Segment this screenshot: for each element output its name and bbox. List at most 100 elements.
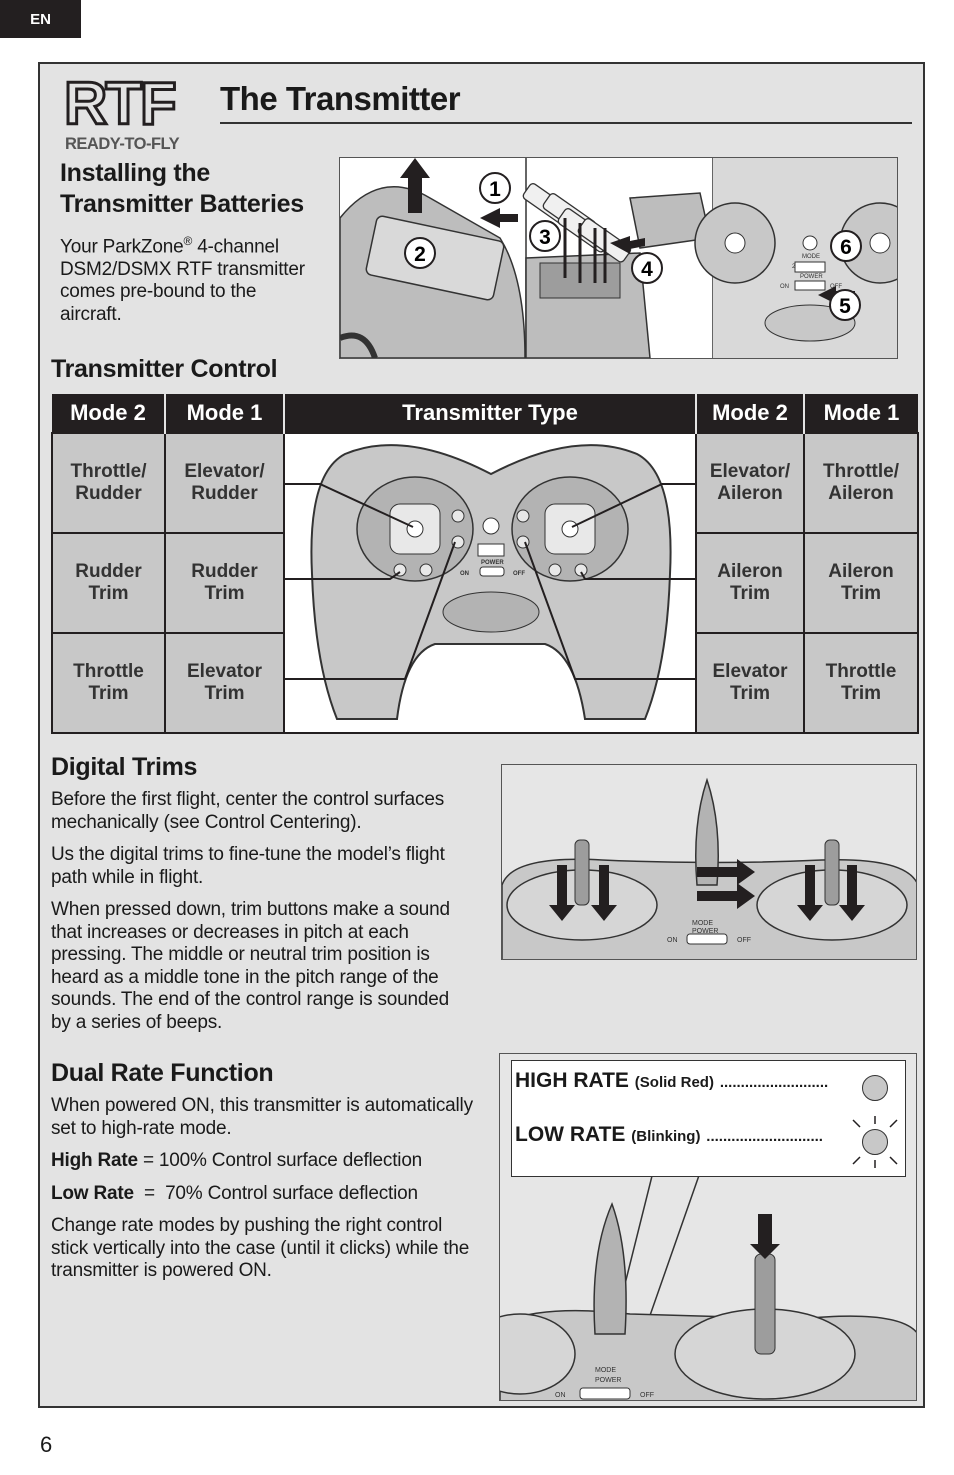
- header-transmitter-type: Transmitter Type: [283, 394, 696, 433]
- dual-rate-paragraph-2: Change rate modes by pushing the right c…: [51, 1215, 470, 1281]
- step-6-badge: 6: [830, 230, 862, 262]
- down-arrow-icon: [750, 1214, 780, 1259]
- power-label: POWER: [692, 928, 718, 935]
- antenna-icon: [593, 1201, 627, 1335]
- header-mode2-left: Mode 2: [52, 394, 165, 433]
- digital-trims-section: Digital Trims Before the first flight, c…: [51, 752, 471, 1044]
- trims-paragraph-2: Us the digital trims to fine-tune the mo…: [51, 844, 445, 888]
- rate-legend-box: HIGH RATE (Solid Red) ..................…: [511, 1060, 906, 1177]
- install-body: Your ParkZone® 4-channel DSM2/DSMX RTF t…: [60, 230, 310, 326]
- cell-throttle-aileron: Throttle/Aileron: [803, 432, 919, 534]
- mode-button-icon: [482, 517, 500, 535]
- install-section: Installing the Transmitter Batteries You…: [60, 158, 330, 326]
- svg-text:5: 5: [839, 295, 851, 318]
- title-rule: [220, 122, 912, 124]
- transmitter-control-heading: Transmitter Control: [51, 355, 278, 383]
- power-switch-icon: [686, 933, 728, 945]
- transmitter-diagram-cell: POWER ON OFF: [283, 432, 697, 734]
- blink-rays-icon: [852, 1116, 898, 1168]
- panel-insert-batteries: [522, 183, 711, 358]
- rtf-logo: RTF READY-TO-FLY: [62, 69, 202, 154]
- up-arrow-icon: [400, 158, 430, 213]
- dual-rate-section: Dual Rate Function When powered ON, this…: [51, 1058, 476, 1293]
- power-switch-icon: [579, 1387, 631, 1400]
- digital-trims-illustration: MODE POWER ON OFF: [501, 764, 917, 960]
- low-rate-legend: LOW RATE (Blinking) ....................…: [515, 1123, 823, 1146]
- cell-elevator-rudder: Elevator/Rudder: [164, 432, 285, 534]
- svg-text:2: 2: [414, 243, 426, 266]
- antenna-icon: [695, 777, 719, 886]
- panel-power-on: MODE 2 POWER ON OFF: [694, 158, 897, 358]
- dual-rate-illustration: MODE POWER ON OFF HIGH RATE (Solid Red) …: [499, 1053, 917, 1401]
- low-rate-label: Low Rate: [51, 1182, 134, 1204]
- rtf-logo-text: RTF: [64, 74, 175, 137]
- header-mode1-right: Mode 1: [803, 394, 918, 433]
- language-tab: EN: [0, 0, 81, 38]
- cell-elevator-aileron: Elevator/Aileron: [695, 432, 805, 534]
- left-stick-icon: [406, 520, 424, 538]
- high-rate-label: High Rate: [51, 1150, 138, 1171]
- high-rate-legend: HIGH RATE (Solid Red) ..................…: [515, 1069, 829, 1092]
- blinking-led-icon: [862, 1129, 888, 1155]
- dual-rate-heading: Dual Rate Function: [51, 1059, 274, 1087]
- left-stick-icon: [574, 839, 590, 906]
- trims-paragraph-3: When pressed down, trim buttons make a s…: [51, 899, 450, 1033]
- svg-text:3: 3: [539, 226, 551, 249]
- transmitter-control-table: Mode 2 Mode 1 Transmitter Type Mode 2 Mo…: [51, 394, 919, 734]
- step-2-badge: 2: [404, 237, 436, 269]
- off-label: OFF: [640, 1392, 654, 1399]
- table-row: Throttle/Rudder Elevator/Rudder: [51, 432, 919, 734]
- on-label: ON: [460, 571, 469, 577]
- header-mode2-right: Mode 2: [695, 394, 804, 433]
- svg-text:1: 1: [489, 178, 501, 201]
- install-body-start: Your ParkZone: [60, 236, 184, 258]
- panel-number-label: 2: [792, 264, 796, 270]
- registered-mark: ®: [183, 234, 193, 248]
- trims-paragraph-1: Before the first flight, center the cont…: [51, 789, 445, 833]
- on-label: ON: [667, 937, 678, 944]
- mode-led: [802, 235, 818, 251]
- power-label: POWER: [595, 1377, 621, 1384]
- step-1-badge: 1: [479, 172, 511, 204]
- header-mode1-left: Mode 1: [164, 394, 284, 433]
- panel-remove-cover: [340, 158, 526, 358]
- svg-text:6: 6: [840, 236, 852, 259]
- cell-throttle-rudder: Throttle/Rudder: [51, 432, 166, 534]
- solid-led-icon: [862, 1075, 888, 1101]
- svg-text:4: 4: [641, 258, 653, 281]
- ready-to-fly-text: READY-TO-FLY: [65, 135, 180, 153]
- low-rate-value: = 70% Control surface deflection: [133, 1182, 418, 1204]
- high-rate-value: = 100% Control surface deflection: [137, 1150, 423, 1171]
- right-stick-icon: [824, 839, 840, 906]
- mode-label: MODE: [595, 1367, 616, 1374]
- step-4-badge: 4: [631, 252, 663, 284]
- power-label: POWER: [800, 274, 823, 280]
- transmitter-diagram: POWER ON OFF: [285, 444, 697, 720]
- high-rate-line: High Rate = 100% Control surface deflect…: [51, 1150, 476, 1173]
- on-label: ON: [780, 284, 789, 290]
- right-arrow-icons: [697, 859, 755, 909]
- step-3-badge: 3: [529, 220, 561, 252]
- page-number: 6: [40, 1432, 53, 1457]
- install-heading: Installing the Transmitter Batteries: [60, 158, 330, 220]
- off-label: OFF: [513, 571, 525, 577]
- page-title: The Transmitter: [220, 80, 461, 117]
- dual-rate-paragraph-1: When powered ON, this transmitter is aut…: [51, 1095, 473, 1139]
- on-label: ON: [555, 1392, 566, 1399]
- install-body-end: 4-channel DSM2/DSMX RTF transmitter come…: [60, 236, 305, 325]
- battery-install-illustration: MODE 2 POWER ON OFF 1 2 3 4 5 6: [339, 157, 898, 359]
- off-label: OFF: [830, 284, 842, 290]
- right-stick-icon: [561, 520, 579, 538]
- power-label: POWER: [481, 560, 504, 566]
- down-arrow-icons: [549, 865, 865, 921]
- low-rate-line: Low Rate = 70% Control surface deflectio…: [51, 1183, 476, 1206]
- mode-label: MODE: [692, 920, 713, 927]
